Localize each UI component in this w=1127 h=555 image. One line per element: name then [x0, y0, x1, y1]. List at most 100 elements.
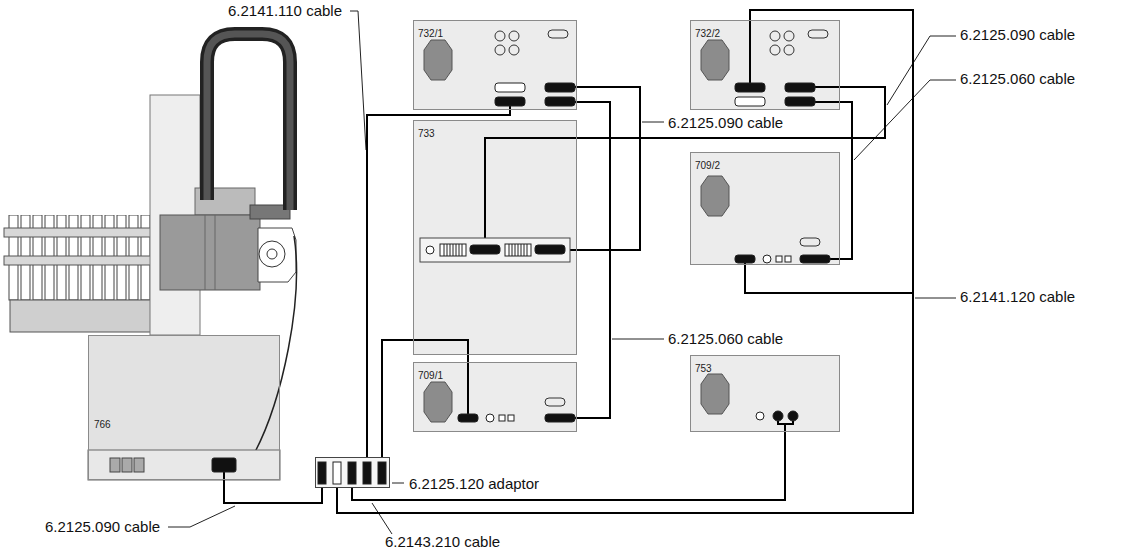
box-fill	[88, 335, 280, 480]
lamp	[495, 45, 505, 55]
socket	[470, 245, 500, 254]
box-fill	[413, 362, 577, 432]
leader-lines	[168, 11, 956, 534]
pump-bracket	[258, 228, 296, 282]
key-button	[134, 458, 144, 472]
key-button	[110, 458, 120, 472]
hex-knob	[701, 374, 729, 414]
instrument-number: 733	[418, 128, 435, 140]
cable-label: 6.2125.060 cable	[960, 70, 1075, 88]
box-fill	[690, 152, 840, 265]
panel-jack	[756, 412, 764, 420]
sample-changer-base: 766	[88, 335, 280, 480]
leader-line	[854, 80, 956, 160]
leader-line	[372, 503, 392, 534]
socket	[785, 83, 815, 92]
adaptor-socket	[378, 462, 386, 484]
lamp	[770, 31, 780, 41]
socket	[800, 255, 830, 263]
panel-switch	[508, 415, 514, 421]
vent-grille	[440, 244, 466, 256]
socket	[785, 97, 815, 106]
instrument-number: 709/1	[418, 370, 443, 382]
cable-line	[224, 472, 322, 503]
cable-label: 6.2143.210 cable	[385, 533, 500, 551]
vent-slots	[509, 244, 527, 256]
instrument-number: 753	[695, 363, 712, 375]
lamp	[770, 45, 780, 55]
small-socket	[800, 238, 820, 246]
socket	[212, 458, 236, 472]
small-socket	[548, 30, 568, 38]
cable-line	[575, 102, 610, 418]
panel-jack	[486, 414, 494, 422]
lamp	[495, 31, 505, 41]
lamp	[784, 31, 794, 41]
instrument-number: 766	[94, 419, 111, 431]
socket	[495, 83, 525, 92]
socket	[735, 97, 765, 106]
hex-knob	[424, 40, 452, 80]
panel-switch	[776, 256, 782, 262]
box-fills	[88, 20, 840, 488]
box-fill	[690, 20, 840, 110]
socket	[535, 245, 565, 254]
adaptor-socket	[333, 462, 341, 484]
panel-switch	[785, 256, 791, 262]
socket	[773, 411, 783, 421]
leader-line	[642, 122, 664, 123]
leader-line	[350, 11, 366, 150]
key-button	[122, 458, 132, 472]
cable-label: 6.2125.060 cable	[668, 330, 783, 348]
hex-knob	[424, 382, 452, 422]
leader-line	[887, 36, 956, 105]
instrument-box: 709/1	[413, 362, 577, 432]
socket	[495, 97, 525, 106]
vent-grille	[505, 244, 531, 256]
panel-jack	[426, 246, 434, 254]
socket	[735, 83, 765, 92]
lamp	[509, 45, 519, 55]
cable-label: 6.2141.120 cable	[960, 288, 1075, 306]
small-socket	[808, 30, 828, 38]
tubing-line	[255, 236, 296, 452]
adaptor-socket	[348, 462, 356, 484]
panel-jack	[763, 255, 771, 263]
cable-label: 6.2141.110 cable	[228, 2, 342, 20]
small-socket	[545, 398, 565, 406]
pump-hub	[267, 249, 277, 259]
cable-label: 6.2125.090 cable	[668, 114, 783, 132]
socket	[545, 414, 575, 422]
instrument-box: 732/2	[690, 20, 840, 110]
vent-slots	[444, 244, 462, 256]
instrument-box: 732/1	[413, 20, 577, 110]
instrument-box: 709/2	[690, 152, 840, 265]
socket	[458, 414, 478, 422]
head-divider	[205, 215, 206, 290]
leader-line	[168, 506, 235, 527]
hex-knob	[701, 40, 729, 80]
socket	[788, 411, 798, 421]
sample-changer-illustration	[4, 34, 296, 480]
pump-wheel	[259, 241, 285, 267]
cable-line	[352, 432, 785, 500]
instrument-number: 732/2	[695, 28, 720, 40]
socket	[735, 255, 755, 263]
lamp	[784, 45, 794, 55]
adaptor-box: 6.2125.120 adaptor	[315, 457, 390, 488]
cable-line	[367, 106, 510, 457]
socket	[545, 97, 575, 106]
head-divider	[215, 215, 216, 290]
lamp	[509, 31, 519, 41]
indicator-lamps	[495, 30, 828, 406]
box-fill	[315, 457, 390, 488]
panel-switch	[499, 415, 505, 421]
instrument-box: 733	[413, 120, 577, 355]
control-strip	[88, 450, 280, 480]
leader-line	[392, 483, 404, 484]
adaptor-label: 6.2125.120 adaptor	[409, 475, 539, 493]
cable-label: 6.2125.090 cable	[45, 518, 160, 536]
